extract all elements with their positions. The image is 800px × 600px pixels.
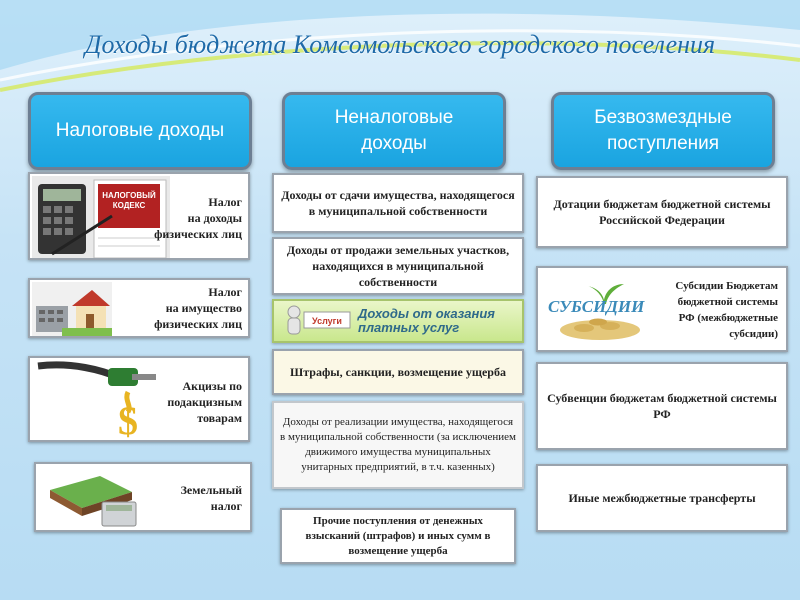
tax-property-line3: физических лиц [154,317,242,331]
tax-excise-text: Акцизы по подакцизным товарам [167,378,242,426]
nontax-paid-services-banner: Услуги Доходы от оказания платных услуг [272,299,524,343]
gratis-subventions-text: Субвенции бюджетам бюджетной системы РФ [547,391,777,421]
tax-excise-line1: Акцизы по [182,379,242,393]
tax-ndfl-card: НАЛОГОВЫЙ КОДЕКС Налог на доходы физичес… [28,172,250,260]
tax-land-line1: Земельный [180,483,242,497]
tax-land-text: Земельный налог [181,482,242,514]
nontax-paid-services-text: Доходы от оказания платных услуг [358,307,495,335]
nontax-property-sale-text: Доходы от реализации имущества, находяще… [280,416,516,473]
gratis-subsidies-card: СУБСИДИИ Субсидии Бюджетам бюджетной сис… [536,266,788,352]
nontax-other-text: Прочие поступления от денежных взысканий… [305,514,491,557]
land-plot-calculator-icon [46,468,142,528]
gratis-subsidies-line3: РФ (межбюджетные [678,312,778,324]
svg-text:КОДЕКС: КОДЕКС [113,201,146,210]
subsidies-coins-plant-icon: СУБСИДИИ [544,274,650,346]
tax-property-card: Налог на имущество физических лиц [28,278,250,338]
gratis-transfers-card: Иные межбюджетные трансферты [536,464,788,532]
fuel-nozzle-dollar-icon: $ [32,360,160,440]
gratis-dotations-card: Дотации бюджетам бюджетной системы Росси… [536,176,788,248]
header-nontax-revenue: Неналоговые доходы [282,92,506,170]
gratis-subsidies-line2: бюджетной системы [677,296,778,308]
gratis-subsidies-text: Субсидии Бюджетам бюджетной системы РФ (… [675,278,778,342]
nontax-fines-card: Штрафы, санкции, возмещение ущерба [272,349,524,395]
gratis-transfers-text: Иные межбюджетные трансферты [568,491,756,505]
tax-ndfl-line1: Налог [208,195,242,209]
nontax-fines-text: Штрафы, санкции, возмещение ущерба [290,365,506,379]
tax-excise-line2: подакцизным [167,395,242,409]
page-title: Доходы бюджета Комсомольского городского… [84,30,716,59]
nontax-rent-text: Доходы от сдачи имущества, находящегося … [281,188,515,218]
svg-text:$: $ [118,398,138,440]
gratis-subventions-card: Субвенции бюджетам бюджетной системы РФ [536,362,788,450]
nontax-property-sale-card: Доходы от реализации имущества, находяще… [272,401,524,489]
header-tax-label: Налоговые доходы [55,120,225,141]
gratis-dotations-text: Дотации бюджетам бюджетной системы Росси… [553,197,771,227]
tax-property-text: Налог на имущество физических лиц [154,284,242,332]
nontax-paid-services-line1: Доходы от оказания [358,306,495,321]
header-tax-revenue: Налоговые доходы [28,92,252,170]
tax-property-line1: Налог [208,285,242,299]
header-gratis-line1: Безвозмездные [594,107,732,128]
gratis-subsidies-line4: субсидии) [729,328,778,340]
nontax-land-sale-text: Доходы от продажи земельных участков, на… [286,243,510,289]
tax-excise-line3: товарам [197,411,242,425]
nontax-paid-services-line2: платных услуг [358,320,460,335]
tax-ndfl-line3: физических лиц [154,227,242,241]
nontax-land-sale-card: Доходы от продажи земельных участков, на… [272,237,524,295]
svg-text:НАЛОГОВЫЙ: НАЛОГОВЫЙ [102,191,156,200]
header-nontax-line1: Неналоговые [334,107,454,128]
house-calculator-icon [32,282,112,336]
services-badge-text: Услуги [312,316,342,326]
tax-land-card: Земельный налог [34,462,252,532]
tax-property-line2: на имущество [165,301,242,315]
nontax-other-card: Прочие поступления от денежных взысканий… [280,508,516,564]
tax-code-calculator-icon: НАЛОГОВЫЙ КОДЕКС [32,176,170,258]
person-services-icon: Услуги [287,305,351,335]
tax-excise-card: $ Акцизы по подакцизным товарам [28,356,250,442]
gratis-subsidies-line1: Субсидии Бюджетам [675,280,778,292]
header-nontax-line2: доходы [361,133,427,154]
tax-ndfl-text: Налог на доходы физических лиц [154,194,242,242]
tax-ndfl-line2: на доходы [187,211,242,225]
header-gratis-revenue: Безвозмездные поступления [551,92,775,170]
header-gratis-line2: поступления [606,133,720,154]
tax-land-line2: налог [210,499,242,513]
subsidies-logo-text: СУБСИДИИ [548,297,645,316]
nontax-rent-card: Доходы от сдачи имущества, находящегося … [272,173,524,233]
